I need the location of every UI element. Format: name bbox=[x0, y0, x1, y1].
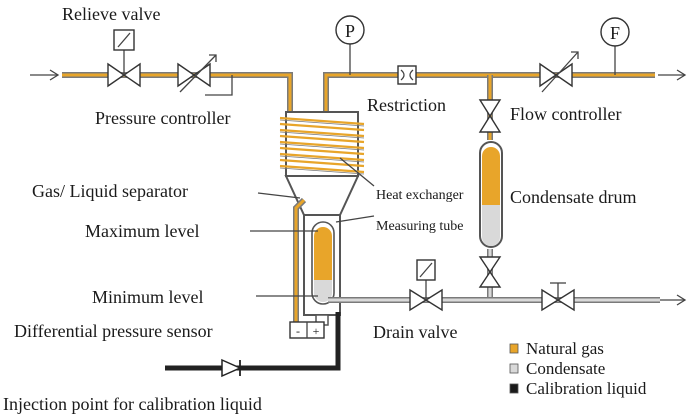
heat-exchanger-coil bbox=[279, 116, 365, 174]
label-differential-pressure-sensor: Differential pressure sensor bbox=[14, 321, 213, 341]
label-pressure-controller: Pressure controller bbox=[95, 108, 230, 128]
label-injection-point: Injection point for calibration liquid bbox=[3, 394, 262, 414]
label-drain-valve: Drain valve bbox=[373, 322, 457, 342]
legend-label-condensate: Condensate bbox=[526, 359, 605, 378]
gas-liquid-separator bbox=[279, 111, 365, 326]
measuring-tube-condensate-fill bbox=[314, 280, 332, 302]
condensate-drum-gas-fill bbox=[482, 147, 500, 205]
measuring-tube-gas-fill bbox=[314, 227, 332, 280]
restriction bbox=[397, 65, 417, 85]
svg-text:-: - bbox=[296, 324, 300, 338]
legend-swatch-condensate bbox=[509, 363, 519, 374]
calibration-liquid-line bbox=[165, 312, 341, 378]
svg-text:+: + bbox=[313, 324, 320, 338]
outlet-arrow-head bbox=[676, 69, 687, 81]
flow-gauge-letter: F bbox=[610, 23, 620, 43]
pressure-gauge-letter: P bbox=[345, 21, 355, 41]
legend-swatch-natural-gas bbox=[509, 343, 519, 354]
pressure-controller-valve bbox=[177, 54, 233, 96]
main-pipe-left bbox=[62, 72, 293, 112]
leader-lines bbox=[250, 157, 375, 297]
label-flow-controller: Flow controller bbox=[510, 104, 621, 124]
label-condensate-drum: Condensate drum bbox=[510, 187, 636, 207]
label-gas-liquid-separator: Gas/ Liquid separator bbox=[32, 181, 188, 201]
label-heat-exchanger: Heat exchanger bbox=[376, 188, 464, 203]
sensor-impulse-line bbox=[293, 197, 307, 322]
condensate-drum-condensate-fill bbox=[482, 205, 500, 246]
pressure-controller-signal-line bbox=[205, 75, 233, 96]
label-restriction: Restriction bbox=[367, 95, 446, 115]
main-pipe-left-fill bbox=[62, 73, 292, 112]
label-measuring-tube: Measuring tube bbox=[376, 219, 463, 234]
label-minimum-level: Minimum level bbox=[92, 287, 204, 307]
relieve-valve bbox=[107, 29, 141, 88]
label-maximum-level: Maximum level bbox=[85, 221, 199, 241]
flow-gauge: F bbox=[600, 17, 630, 75]
legend: Natural gas Condensate Calibration liqui… bbox=[509, 339, 647, 398]
pressure-gauge: P bbox=[335, 15, 365, 75]
inlet-arrow-head bbox=[49, 69, 60, 81]
differential-pressure-sensor: - + bbox=[289, 321, 325, 339]
check-valve bbox=[221, 358, 242, 378]
legend-swatch-calibration-liquid bbox=[509, 383, 519, 394]
label-relieve-valve: Relieve valve bbox=[62, 4, 160, 24]
drain-line bbox=[328, 294, 687, 306]
condensate-branch bbox=[478, 75, 503, 300]
drain-valve bbox=[409, 259, 443, 312]
legend-label-calibration-liquid: Calibration liquid bbox=[526, 379, 647, 398]
flow-controller-valve bbox=[539, 51, 579, 93]
manual-drain-valve bbox=[541, 282, 575, 312]
legend-label-natural-gas: Natural gas bbox=[526, 339, 604, 358]
